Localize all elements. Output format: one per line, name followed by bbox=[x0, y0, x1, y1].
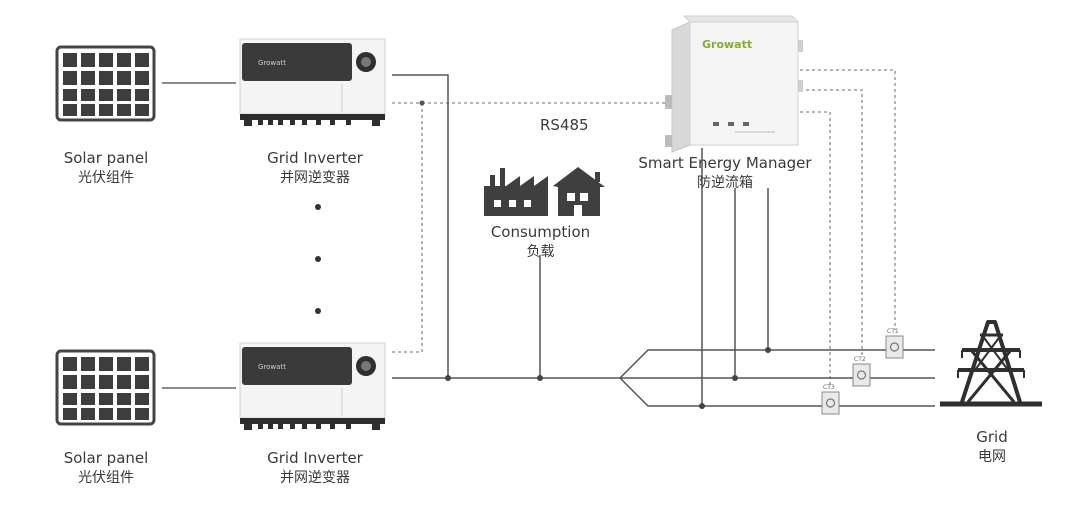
inverter-top-label: Grid Inverter 并网逆变器 bbox=[250, 148, 380, 188]
rs485-wires bbox=[392, 69, 896, 385]
inverter-bottom-label: Grid Inverter 并网逆变器 bbox=[250, 448, 380, 488]
energy-manager-icon bbox=[665, 15, 803, 153]
inverter-top-icon bbox=[239, 38, 386, 126]
solar-panel-top-cn: 光伏组件 bbox=[78, 170, 134, 186]
consumption-en: Consumption bbox=[490, 223, 591, 241]
ellipsis-dots bbox=[315, 204, 321, 314]
solar-panel-bottom-icon bbox=[55, 349, 156, 426]
solar-panel-bottom-en: Solar panel bbox=[63, 449, 149, 467]
inverter-top-brand: Growatt bbox=[258, 59, 286, 67]
inverter-top-en: Grid Inverter bbox=[267, 149, 363, 167]
energy-manager-label: Smart Energy Manager 防逆流箱 bbox=[630, 153, 820, 193]
inverter-bottom-en: Grid Inverter bbox=[267, 449, 363, 467]
ct3-label: CT3 bbox=[823, 384, 835, 391]
factory-windows bbox=[494, 193, 588, 216]
solar-panel-top-icon bbox=[55, 45, 156, 122]
solar-panel-top-label: Solar panel 光伏组件 bbox=[46, 148, 166, 188]
ct1-label: CT1 bbox=[887, 328, 899, 335]
grid-en: Grid bbox=[976, 428, 1008, 446]
ct2-label: CT2 bbox=[854, 356, 866, 363]
ct3-icon bbox=[821, 391, 840, 415]
ac-junctions bbox=[445, 347, 771, 409]
ct2-icon bbox=[852, 363, 871, 387]
consumption-label: Consumption 负载 bbox=[478, 222, 603, 262]
rs485-label: RS485 bbox=[540, 116, 589, 134]
inverter-top-cn: 并网逆变器 bbox=[280, 170, 350, 186]
consumption-cn: 负载 bbox=[526, 244, 555, 260]
transmission-tower-icon bbox=[940, 320, 1042, 407]
inverter-bottom-cn: 并网逆变器 bbox=[280, 470, 350, 486]
panel-inverter-wires bbox=[162, 82, 236, 389]
inverter-bottom-icon bbox=[239, 342, 386, 430]
solar-panel-top-en: Solar panel bbox=[63, 149, 149, 167]
energy-manager-cn: 防逆流箱 bbox=[697, 175, 753, 191]
factory-house-icon bbox=[484, 167, 605, 216]
solar-panel-bottom-cn: 光伏组件 bbox=[78, 470, 134, 486]
energy-manager-en: Smart Energy Manager bbox=[638, 154, 812, 172]
grid-cn: 电网 bbox=[978, 449, 1006, 465]
rs485-junction bbox=[419, 100, 425, 106]
grid-label: Grid 电网 bbox=[962, 427, 1022, 467]
inverter-bottom-brand: Growatt bbox=[258, 363, 286, 371]
solar-panel-bottom-label: Solar panel 光伏组件 bbox=[46, 448, 166, 488]
ct1-icon bbox=[885, 335, 904, 359]
energy-manager-brand: Growatt bbox=[702, 38, 752, 51]
